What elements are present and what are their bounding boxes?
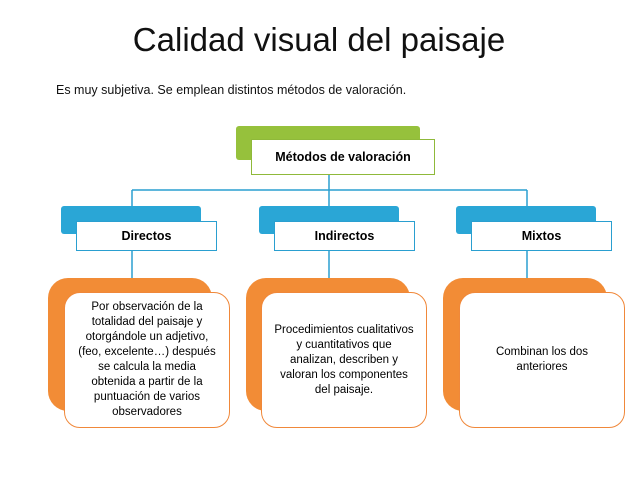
slide-title: Calidad visual del paisaje <box>132 21 506 58</box>
desc-indirectos-text: Procedimientos cualitativos y cuantitati… <box>274 323 414 396</box>
desc-directos: Por observación de la totalidad del pais… <box>64 292 230 428</box>
desc-directos-text: Por observación de la totalidad del pais… <box>78 301 216 418</box>
desc-mixtos-text: Combinan los dos anteriores <box>495 346 589 373</box>
node-mixtos: Mixtos <box>471 221 612 251</box>
root-node-metodos: Métodos de valoración <box>251 139 435 175</box>
node-indirectos: Indirectos <box>274 221 415 251</box>
desc-mixtos: Combinan los dos anteriores <box>459 292 625 428</box>
node-directos: Directos <box>76 221 217 251</box>
slide-subtitle: Es muy subjetiva. Se emplean distintos m… <box>56 83 407 97</box>
desc-indirectos: Procedimientos cualitativos y cuantitati… <box>261 292 427 428</box>
